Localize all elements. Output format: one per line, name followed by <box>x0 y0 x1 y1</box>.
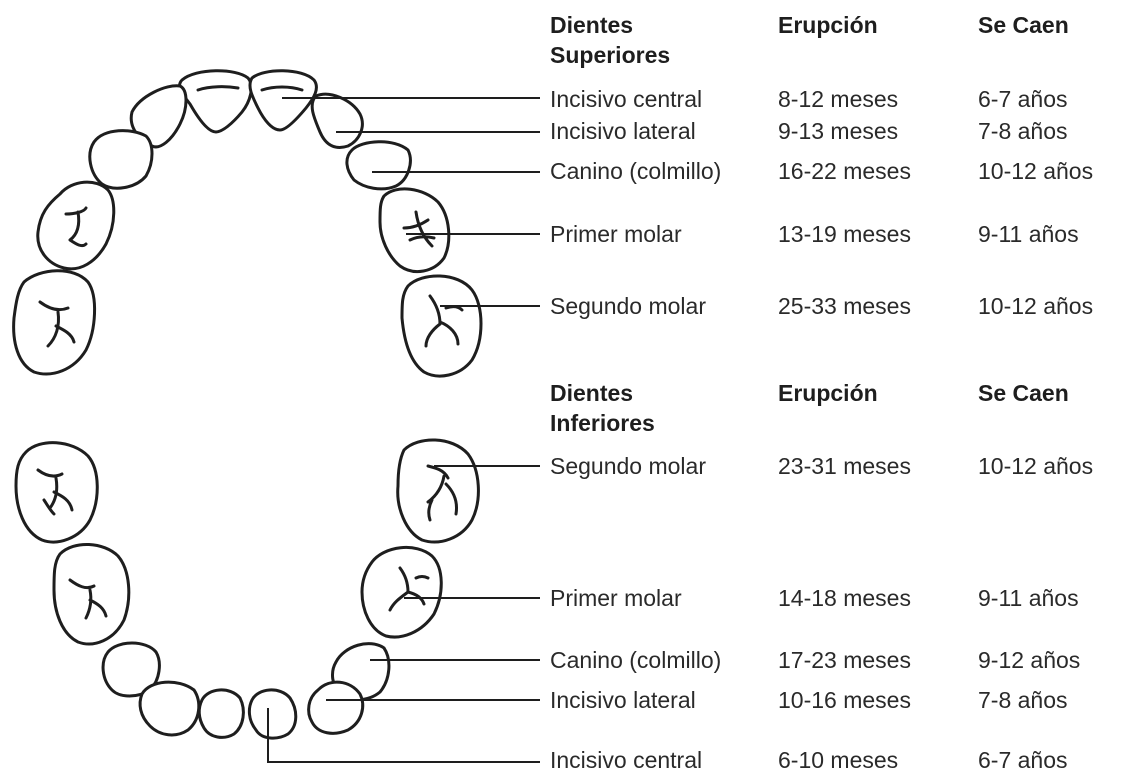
upper-row-4-eruption: 13-19 meses <box>778 221 911 248</box>
lower-row-4-shed: 7-8 años <box>978 687 1068 714</box>
upper-teeth-header: Dientes Superiores <box>550 10 700 70</box>
upper-lateral-incisor-right <box>312 94 362 147</box>
upper-second-molar-left <box>14 271 95 374</box>
lower-row-5-tooth: Incisivo central <box>550 747 702 774</box>
upper-shed-header: Se Caen <box>978 10 1069 40</box>
lower-row-2-eruption: 14-18 meses <box>778 585 911 612</box>
lower-row-3-tooth: Canino (colmillo) <box>550 647 721 674</box>
lower-lateral-incisor-left <box>140 682 199 735</box>
lower-central-incisor-right <box>249 690 295 738</box>
upper-row-1-shed: 6-7 años <box>978 86 1068 113</box>
upper-eruption-header: Erupción <box>778 10 878 40</box>
upper-row-3-shed: 10-12 años <box>978 158 1093 185</box>
upper-row-5-tooth: Segundo molar <box>550 293 706 320</box>
upper-row-3-tooth: Canino (colmillo) <box>550 158 721 185</box>
upper-row-1-tooth: Incisivo central <box>550 86 702 113</box>
upper-row-5-shed: 10-12 años <box>978 293 1093 320</box>
lower-row-3-eruption: 17-23 meses <box>778 647 911 674</box>
upper-row-2-shed: 7-8 años <box>978 118 1068 145</box>
lower-row-2-shed: 9-11 años <box>978 585 1079 612</box>
upper-row-3-eruption: 16-22 meses <box>778 158 911 185</box>
upper-row-1-eruption: 8-12 meses <box>778 86 898 113</box>
lower-shed-header: Se Caen <box>978 378 1069 408</box>
lower-row-4-tooth: Incisivo lateral <box>550 687 696 714</box>
lower-row-5-shed: 6-7 años <box>978 747 1068 774</box>
upper-canine-right <box>347 142 410 189</box>
lower-lateral-incisor-right <box>309 682 363 733</box>
upper-central-incisor-right <box>250 71 316 130</box>
upper-row-2-eruption: 9-13 meses <box>778 118 898 145</box>
upper-central-incisor-left <box>180 71 252 132</box>
lower-arch <box>16 440 478 738</box>
upper-second-molar-right <box>402 276 481 376</box>
lower-row-1-eruption: 23-31 meses <box>778 453 911 480</box>
upper-first-molar-left <box>38 182 114 269</box>
upper-first-molar-right <box>380 189 449 272</box>
lower-row-2-tooth: Primer molar <box>550 585 682 612</box>
lower-row-3-shed: 9-12 años <box>978 647 1080 674</box>
lower-row-1-shed: 10-12 años <box>978 453 1093 480</box>
lower-central-incisor-left <box>199 690 243 737</box>
upper-row-4-shed: 9-11 años <box>978 221 1079 248</box>
lower-row-5-eruption: 6-10 meses <box>778 747 898 774</box>
lower-row-1-tooth: Segundo molar <box>550 453 706 480</box>
lower-eruption-header: Erupción <box>778 378 878 408</box>
lower-teeth-header: Dientes Inferiores <box>550 378 700 438</box>
upper-row-2-tooth: Incisivo lateral <box>550 118 696 145</box>
lower-row-4-eruption: 10-16 meses <box>778 687 911 714</box>
upper-arch <box>14 71 481 376</box>
lower-first-molar-right <box>362 547 441 637</box>
upper-row-4-tooth: Primer molar <box>550 221 682 248</box>
upper-canine-left <box>90 131 152 189</box>
upper-row-5-eruption: 25-33 meses <box>778 293 911 320</box>
